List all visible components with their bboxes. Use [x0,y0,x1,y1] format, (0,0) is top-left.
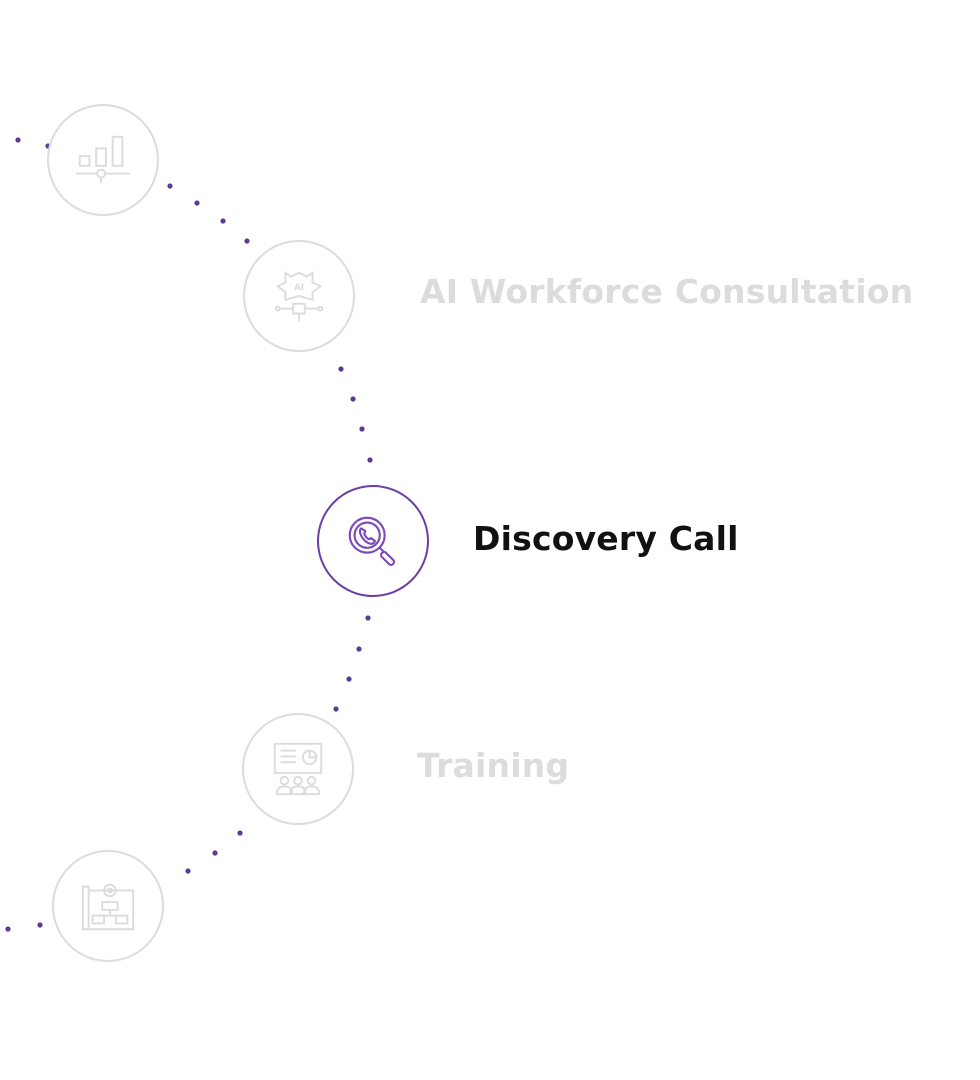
path-dot [333,706,339,712]
presentation-audience-icon [273,742,323,796]
path-dot [15,137,21,143]
path-dot [185,868,191,874]
path-dot [367,457,373,463]
path-dot [359,426,365,432]
step-discovery[interactable] [317,485,429,597]
step-label-consultation[interactable]: AI Workforce Consultation [420,272,914,311]
svg-text:AI: AI [294,283,304,293]
path-dot [220,218,226,224]
step-implementation[interactable] [52,850,164,962]
ai-chip-icon: AI [274,270,324,322]
step-consultation[interactable]: AI [243,240,355,352]
blueprint-gear-icon [81,883,135,931]
path-dot [167,183,173,189]
path-dot [5,926,11,932]
path-dot [346,676,352,682]
phone-search-icon [348,516,396,567]
path-dot [244,238,250,244]
path-dot [338,366,344,372]
path-dot [194,200,200,206]
step-analytics[interactable] [47,104,159,216]
path-dot [212,850,218,856]
step-label-discovery[interactable]: Discovery Call [473,519,739,558]
path-dot [237,830,243,836]
path-dot [356,646,362,652]
path-dot [37,922,43,928]
step-label-training[interactable]: Training [417,746,570,785]
step-training[interactable] [242,713,354,825]
path-dot [350,396,356,402]
path-dot [365,615,371,621]
bar-chart-icon [75,135,131,184]
